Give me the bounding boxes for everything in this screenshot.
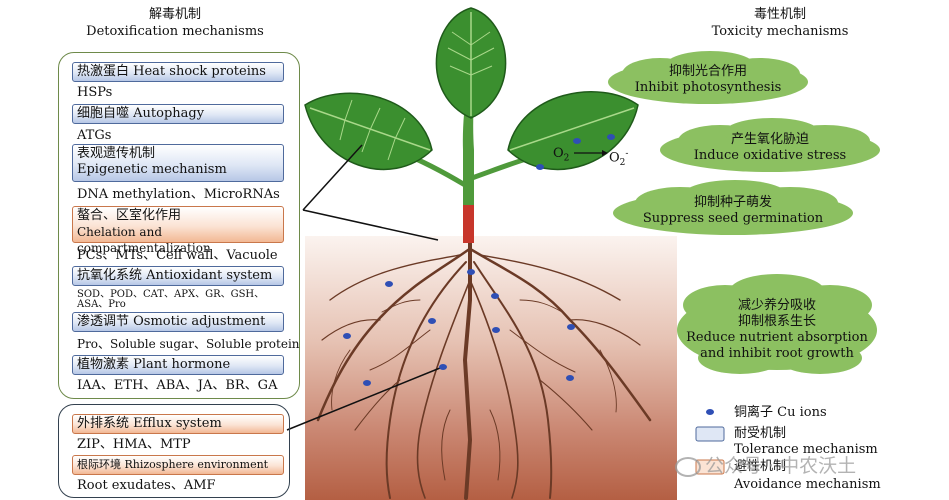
legend-tolerance-swatch	[695, 426, 725, 442]
legend-avoidance-en: Avoidance mechanism	[734, 477, 881, 492]
watermark: 公众号 · 中农沃土	[675, 451, 856, 478]
hormone-box: 植物激素 Plant hormone	[72, 355, 284, 375]
legend-cu-label: 铜离子 Cu ions	[734, 405, 827, 420]
hsp-box: 热激蛋白 Heat shock proteins	[72, 62, 284, 82]
antioxidant-box: 抗氧化系统 Antioxidant system	[72, 266, 284, 286]
rhizosphere-box: 根际环境 Rhizosphere environment	[72, 455, 284, 475]
efflux-box: 外排系统 Efflux system	[72, 414, 284, 434]
autophagy-box: 细胞自噬 Autophagy	[72, 104, 284, 124]
osmotic-note: Pro、Soluble sugar、Soluble protein	[77, 337, 300, 351]
rhizosphere-note: Root exudates、AMF	[77, 478, 216, 493]
antioxidant-note-1: SOD、POD、CAT、APX、GR、GSH、	[77, 289, 265, 300]
left-header: 解毒机制 Detoxification mechanisms	[86, 7, 264, 39]
tolerance-panel	[58, 52, 300, 399]
right-header: 毒性机制 Toxicity mechanisms	[711, 7, 849, 39]
hormone-note: IAA、ETH、ABA、JA、BR、GA	[77, 378, 278, 393]
epigenetic-note: DNA methylation、MicroRNAs	[77, 187, 280, 202]
legend-tolerance-cn: 耐受机制	[734, 426, 787, 441]
superoxide-label: O2-	[609, 149, 629, 168]
cu-ion-dots	[343, 134, 615, 386]
chelation-note: PCs、MTs、Cell wall、Vacuole	[77, 248, 278, 263]
o2-label: O2	[553, 146, 570, 164]
legend-avoidance-cn: 避性机制	[734, 459, 787, 474]
chelation-box: 螯合、区室化作用 Chelation and compartmentalizat…	[72, 206, 284, 255]
roots	[316, 238, 652, 500]
osmotic-box: 渗透调节 Osmotic adjustment	[72, 312, 284, 332]
cloud-shapes	[608, 51, 880, 374]
epigenetic-box: 表观遗传机制 Epigenetic mechanism	[72, 144, 284, 182]
legend-tolerance-en: Tolerance mechanism	[734, 442, 878, 457]
autophagy-note: ATGs	[77, 128, 112, 143]
efflux-note: ZIP、HMA、MTP	[77, 437, 191, 452]
antioxidant-note-2: ASA、Pro	[77, 299, 126, 310]
wechat-icon	[675, 456, 701, 477]
legend-cu-dot	[706, 409, 714, 415]
soil-background	[305, 236, 677, 500]
hsp-note: HSPs	[77, 85, 113, 100]
avoidance-panel	[58, 404, 290, 498]
